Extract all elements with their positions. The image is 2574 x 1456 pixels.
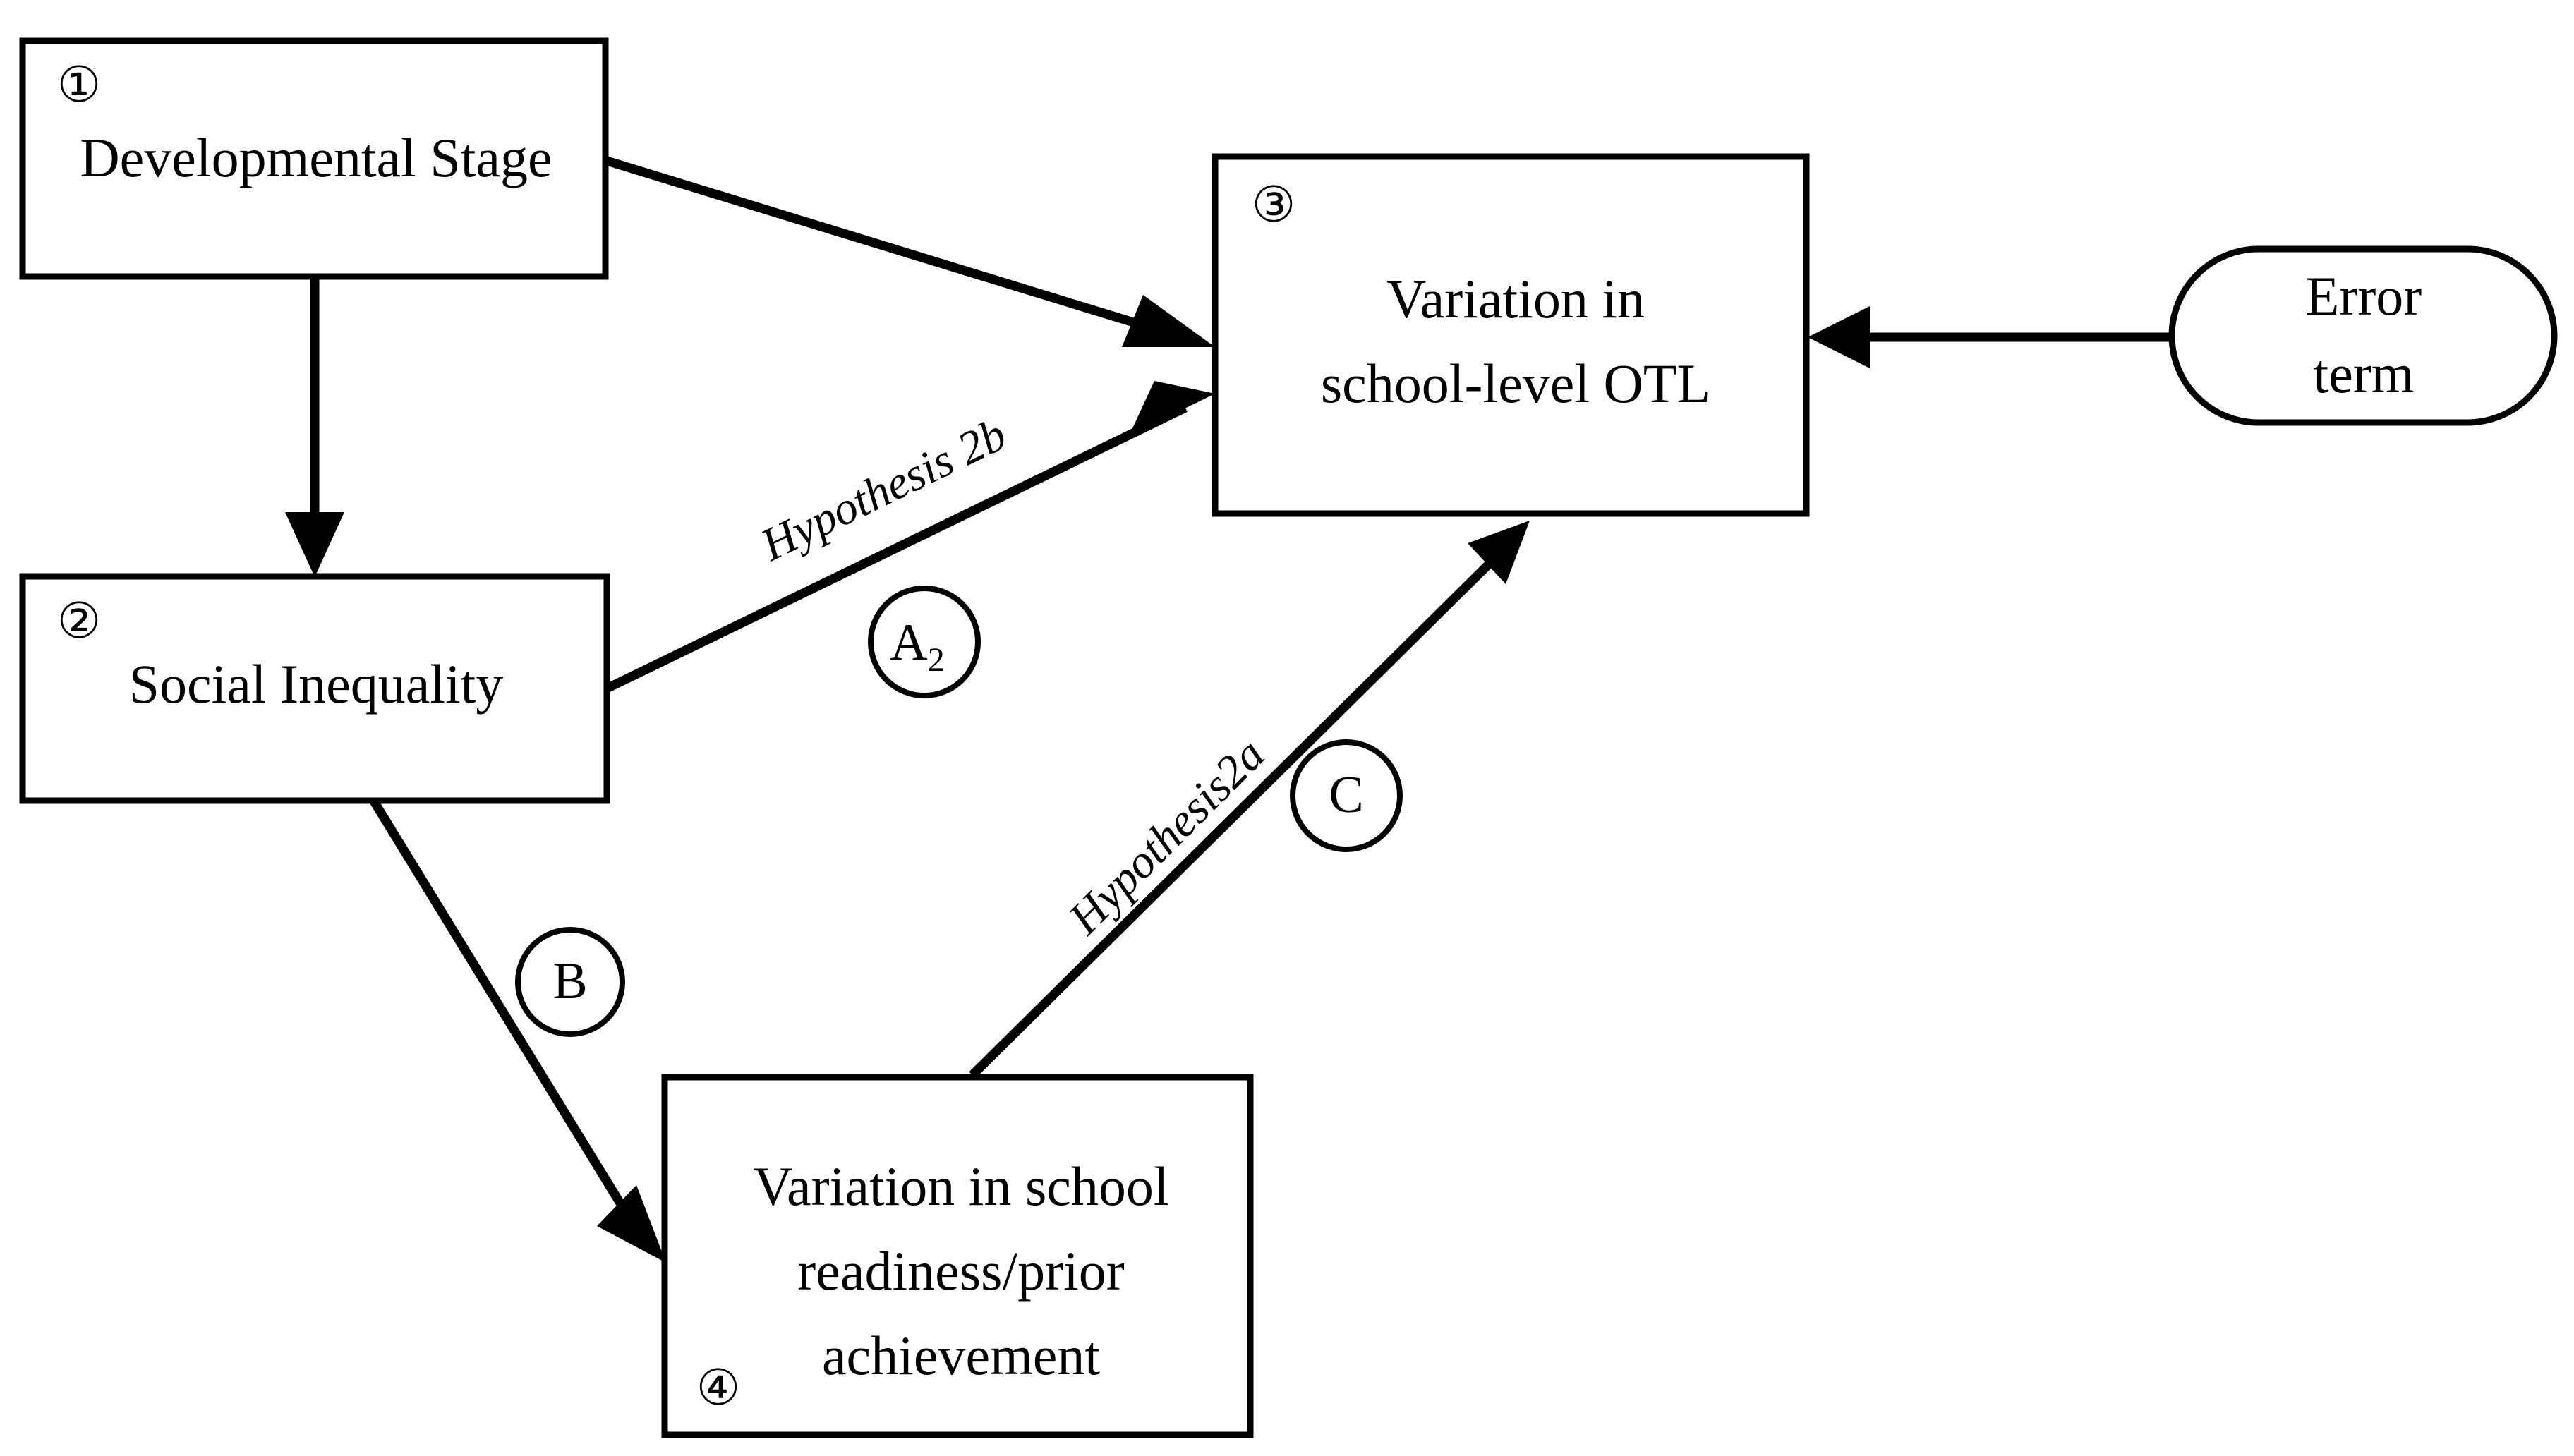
node-developmental-stage[interactable]: ① Developmental Stage <box>19 37 609 280</box>
edge-developmental-stage-to-otl <box>605 156 1215 347</box>
edge-label-hypothesis-2b: Hypothesis 2b <box>752 408 1014 571</box>
edge-label-hypothesis-2b-text: Hypothesis 2b <box>752 408 1014 571</box>
edge-marker-a2-letter: A <box>890 614 927 672</box>
edge-marker-c: C <box>1290 739 1403 852</box>
node-variation-school-level-otl-number: ③ <box>1252 178 1296 233</box>
edge-school-readiness-to-otl <box>969 521 1530 1079</box>
arrowhead-1 <box>1122 295 1215 347</box>
edge-marker-b-circle <box>515 927 625 1037</box>
edge-line-3 <box>606 404 1188 692</box>
edge-marker-a2-subscript: 2 <box>928 641 945 679</box>
node-developmental-stage-number: ① <box>57 59 102 113</box>
edge-line-5 <box>969 547 1506 1079</box>
node-variation-school-level-otl-label-line2: school-level OTL <box>1321 353 1710 414</box>
node-variation-school-level-otl[interactable]: ③ Variation in school-level OTL <box>1212 153 1810 517</box>
node-social-inequality[interactable]: ② Social Inequality <box>19 573 610 804</box>
node-error-term-shape <box>2168 245 2558 426</box>
edge-social-inequality-to-school-readiness <box>370 799 666 1263</box>
edge-line-4 <box>370 799 639 1230</box>
node-error-term-label-line2: term <box>2314 343 2415 404</box>
edge-marker-a2: A2 <box>868 586 981 698</box>
arrowhead-3 <box>1129 381 1215 436</box>
arrowhead-6 <box>1808 306 1870 368</box>
node-variation-school-readiness-label-line3: achievement <box>822 1325 1100 1386</box>
node-social-inequality-number: ② <box>57 595 102 649</box>
arrowhead-5 <box>1468 521 1530 584</box>
edge-marker-c-circle <box>1290 739 1403 852</box>
node-developmental-stage-label: Developmental Stage <box>80 127 552 188</box>
node-error-term-label-line1: Error <box>2306 265 2422 327</box>
node-variation-school-readiness-label-line1: Variation in school <box>753 1155 1168 1217</box>
node-error-term[interactable]: Error term <box>2168 245 2558 426</box>
edge-label-hypothesis-2a-text: Hypothesis2a <box>1058 729 1274 945</box>
edge-marker-b: B <box>515 927 625 1037</box>
node-variation-school-readiness-label-line2: readiness/prior <box>797 1240 1125 1302</box>
node-variation-school-readiness-number: ④ <box>696 1361 741 1416</box>
node-social-inequality-box <box>19 573 610 804</box>
edge-marker-c-label: C <box>1329 766 1363 824</box>
node-variation-school-level-otl-label-line1: Variation in <box>1386 268 1645 329</box>
node-variation-school-level-otl-box <box>1212 153 1810 517</box>
arrowhead-2 <box>285 512 344 577</box>
arrowhead-4 <box>597 1185 666 1263</box>
edge-marker-b-label: B <box>552 952 587 1010</box>
node-social-inequality-label: Social Inequality <box>129 653 504 715</box>
edge-marker-a2-label: A2 <box>890 614 944 679</box>
edge-social-inequality-to-otl <box>606 381 1215 692</box>
edge-line-1 <box>605 156 1183 342</box>
edge-label-hypothesis-2a: Hypothesis2a <box>1058 729 1274 945</box>
edge-error-term-to-otl <box>1808 306 2172 368</box>
edge-marker-a2-circle <box>868 586 981 698</box>
edge-developmental-stage-to-social-inequality <box>285 277 344 577</box>
node-variation-school-readiness-box <box>661 1074 1254 1438</box>
node-variation-school-readiness[interactable]: Variation in school readiness/prior achi… <box>661 1074 1254 1438</box>
node-developmental-stage-box <box>19 37 609 280</box>
